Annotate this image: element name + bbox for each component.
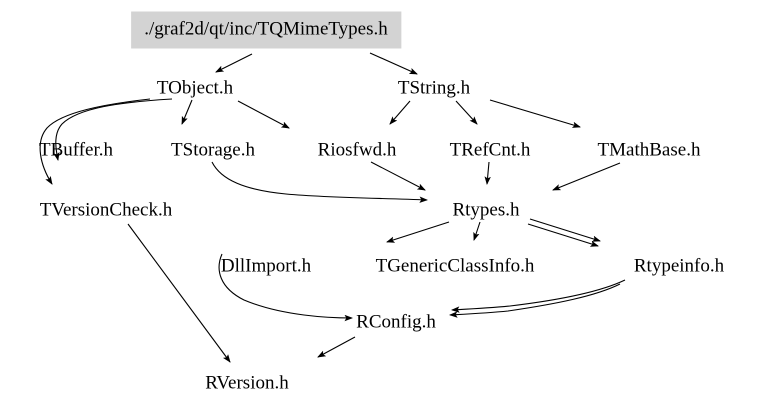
graph-edge-rtypes-to-rtypeinfo2 bbox=[527, 223, 599, 247]
graph-node-tstring[interactable]: TString.h bbox=[397, 77, 471, 99]
graph-edges bbox=[39, 52, 626, 363]
graph-node-tversion[interactable]: TVersionCheck.h bbox=[39, 199, 173, 221]
graph-node-tbuffer[interactable]: TBuffer.h bbox=[38, 139, 114, 161]
graph-node-rversion[interactable]: RVersion.h bbox=[205, 372, 289, 394]
graph-edge-rtypeinfo-to-rconfig2 bbox=[449, 283, 621, 318]
graph-edge-tobject-to-tbuffer bbox=[53, 98, 173, 161]
graph-node-root[interactable]: ./graf2d/qt/inc/TQMimeTypes.h bbox=[131, 11, 401, 49]
graph-edge-tobject-to-riosfwd bbox=[237, 100, 290, 129]
graph-node-dllimport[interactable]: DllImport.h bbox=[220, 255, 312, 277]
graph-edge-tstring-to-trefcnt bbox=[455, 100, 478, 125]
graph-edge-root-to-tstring bbox=[369, 52, 418, 75]
graph-edge-tstring-to-tmathbase bbox=[489, 99, 581, 128]
graph-edge-rtypes-to-rtypeinfo bbox=[529, 218, 601, 242]
graph-edge-tmathbase-to-rtypes bbox=[552, 162, 621, 191]
graph-node-rtypes[interactable]: Rtypes.h bbox=[452, 199, 520, 221]
graph-node-riosfwd[interactable]: Riosfwd.h bbox=[317, 139, 397, 161]
graph-node-rtypeinfo[interactable]: Rtypeinfo.h bbox=[633, 255, 725, 277]
graph-edge-tstorage-to-rtypes bbox=[211, 161, 428, 203]
graph-node-trefcnt[interactable]: TRefCnt.h bbox=[449, 139, 531, 161]
graph-edge-rtypes-to-dllimport bbox=[386, 221, 450, 243]
graph-edge-dllimport-to-rconfig bbox=[218, 253, 353, 322]
graph-edge-root-to-tobject bbox=[215, 53, 253, 73]
graph-edge-tversion-to-rversion bbox=[127, 223, 231, 363]
graph-node-tobject[interactable]: TObject.h bbox=[156, 77, 234, 99]
graph-edge-trefcnt-to-rtypes bbox=[484, 161, 491, 185]
graph-edge-rtypes-to-tgeneric bbox=[473, 221, 481, 241]
graph-edge-rconfig-to-rversion bbox=[317, 336, 356, 358]
graph-edge-tobject-to-tstorage bbox=[181, 99, 193, 125]
graph-node-tmathbase[interactable]: TMathBase.h bbox=[597, 139, 701, 161]
graph-edge-tstring-to-riosfwd bbox=[389, 100, 411, 125]
graph-edge-rtypeinfo-to-rconfig bbox=[451, 279, 626, 313]
graph-node-tstorage[interactable]: TStorage.h bbox=[171, 139, 255, 161]
graph-edge-tobject-to-tversion bbox=[39, 98, 151, 185]
graph-edge-riosfwd-to-rtypes bbox=[370, 161, 426, 191]
graph-node-tgeneric[interactable]: TGenericClassInfo.h bbox=[375, 255, 535, 277]
graph-node-rconfig[interactable]: RConfig.h bbox=[356, 311, 436, 333]
